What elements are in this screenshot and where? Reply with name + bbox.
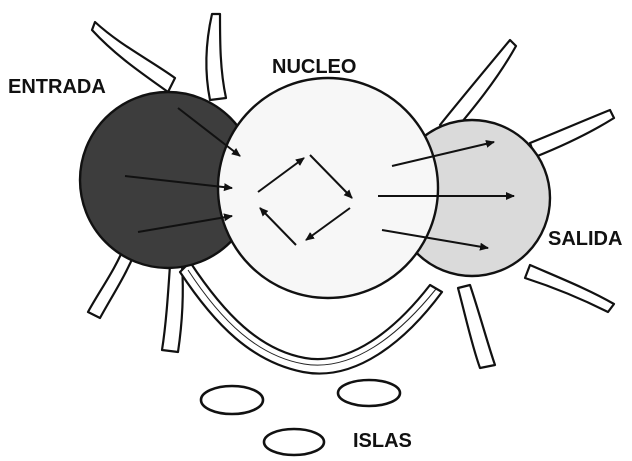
island bbox=[264, 429, 324, 455]
tendril-bottom-left-2 bbox=[162, 265, 183, 352]
tendril-bottom-right bbox=[458, 285, 495, 368]
circles bbox=[80, 78, 550, 298]
salida-label: SALIDA bbox=[548, 228, 622, 251]
entrada-label: ENTRADA bbox=[8, 76, 106, 99]
island bbox=[201, 386, 263, 414]
tendril-right-upper bbox=[530, 110, 614, 157]
tendril-top-center bbox=[206, 14, 226, 100]
nucleo-circle bbox=[218, 78, 438, 298]
nucleo-label: NUCLEO bbox=[272, 56, 356, 79]
island bbox=[338, 380, 400, 406]
islas-label: ISLAS bbox=[353, 430, 412, 453]
tendril-right-lower bbox=[525, 265, 614, 312]
